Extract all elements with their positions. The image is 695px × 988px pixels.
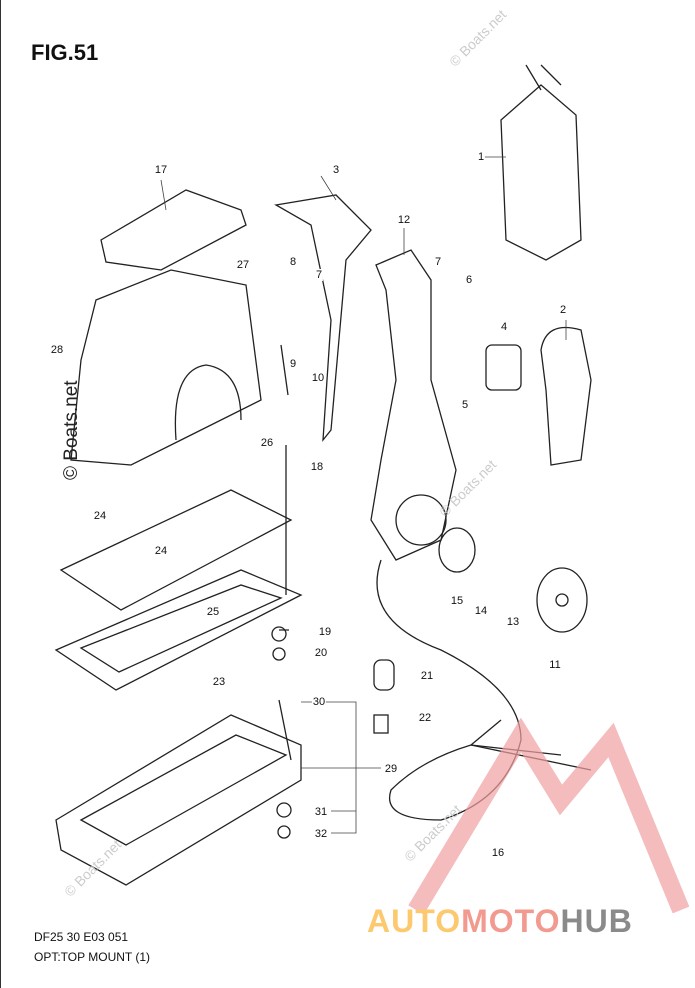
part-label: 7	[314, 269, 324, 281]
part-label: 26	[259, 437, 275, 449]
part-label: 5	[460, 399, 470, 411]
part-label: 24	[153, 545, 169, 557]
figure-title: FIG.51	[31, 40, 99, 65]
diagram-caption: OPT:TOP MOUNT (1)	[34, 950, 151, 964]
part-label: 32	[313, 828, 329, 840]
diagram-code: DF25 30 E03 051	[34, 930, 129, 944]
part-label: 2	[558, 304, 568, 316]
logo-triangle	[408, 717, 690, 915]
part-label: 11	[548, 659, 562, 671]
part-label: 15	[449, 595, 465, 607]
part-label: 22	[417, 712, 433, 724]
part-label: 20	[313, 647, 329, 659]
logo-hub: HUB	[560, 903, 633, 939]
part-label: 17	[153, 164, 169, 176]
part-label: 7	[433, 256, 443, 268]
part-label: 13	[505, 616, 521, 628]
part-label: 23	[211, 676, 227, 688]
part-label: 24	[92, 510, 108, 522]
part-label: 12	[396, 214, 412, 226]
part-label: 1	[476, 151, 486, 163]
part-label: 8	[288, 256, 298, 268]
part-label: 25	[205, 606, 221, 618]
part-label: 19	[317, 626, 333, 638]
part-label: 9	[288, 358, 298, 370]
part-label: 18	[309, 461, 325, 473]
part-label: 3	[331, 164, 341, 176]
part-label: 27	[235, 259, 251, 271]
part-label: 28	[49, 344, 65, 356]
part-label: 10	[310, 372, 326, 384]
part-label: 4	[499, 321, 509, 333]
watermark: © Boats.net	[61, 380, 82, 480]
part-label: 16	[490, 847, 506, 859]
part-label: 6	[464, 274, 474, 286]
part-label: 30	[311, 696, 327, 708]
logo-moto: MOTO	[461, 903, 561, 939]
part-label: 14	[473, 605, 489, 617]
part-label: 29	[383, 763, 399, 775]
part-label: 31	[313, 806, 329, 818]
part-label: 21	[419, 670, 435, 682]
logo-auto: AUTO	[367, 903, 462, 939]
automotohub-logo: AUTOMOTOHUB	[367, 903, 633, 940]
